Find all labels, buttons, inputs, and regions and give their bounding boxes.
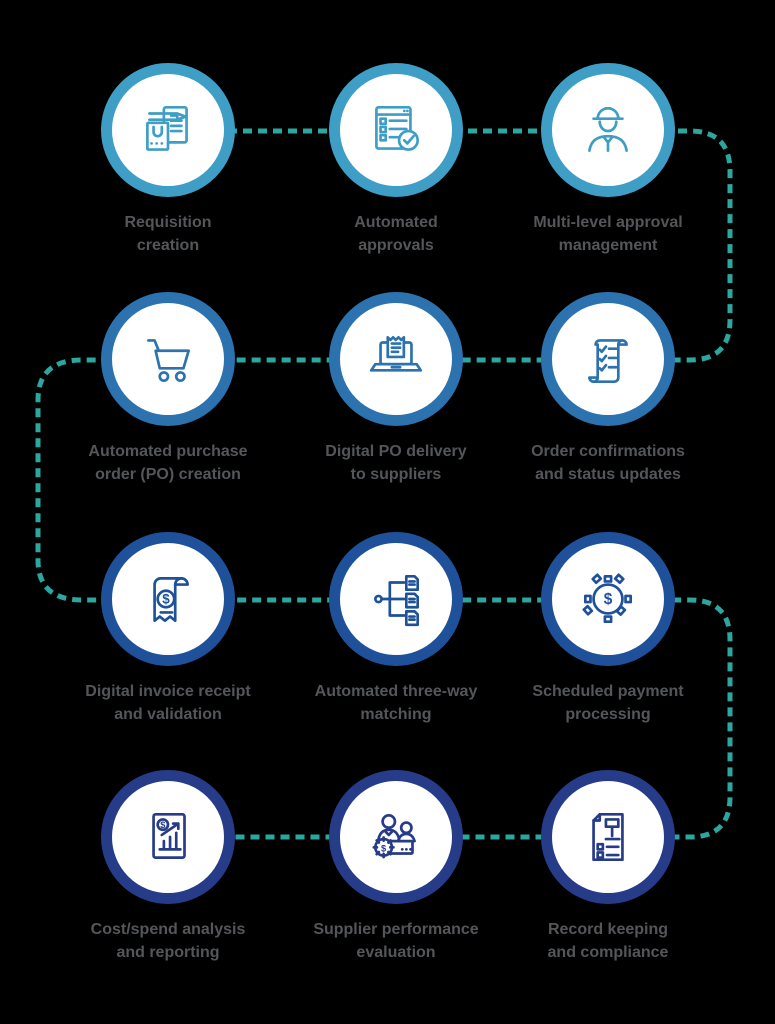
approval-form-icon <box>375 105 419 151</box>
svg-text:$: $ <box>604 591 613 608</box>
laptop-receipt-icon <box>369 336 423 372</box>
payment-gear-icon: $ <box>582 573 633 624</box>
document-matching-icon <box>374 574 419 627</box>
step-circle <box>541 63 675 197</box>
step-circle: $ <box>101 532 235 666</box>
engineer-icon <box>588 107 628 152</box>
shopping-cart-icon <box>147 339 190 382</box>
step-circle <box>329 532 463 666</box>
step-circle <box>329 292 463 426</box>
svg-text:$: $ <box>162 592 170 607</box>
spend-report-icon: $ <box>152 812 186 859</box>
step-circle <box>329 63 463 197</box>
step-circle: $ <box>101 770 235 904</box>
requisition-icon <box>146 105 188 151</box>
svg-text:$: $ <box>160 820 166 830</box>
step-circle <box>541 292 675 426</box>
supplier-team-icon: $ <box>372 814 416 859</box>
step-circle: $ <box>329 770 463 904</box>
step-circle <box>541 770 675 904</box>
step-circle <box>101 63 235 197</box>
step-circle: $ <box>541 532 675 666</box>
invoice-dollar-icon: $ <box>153 577 189 622</box>
checklist-scroll-icon <box>588 339 628 384</box>
compliance-gavel-icon <box>592 812 624 862</box>
svg-text:$: $ <box>381 843 387 853</box>
step-circle <box>101 292 235 426</box>
